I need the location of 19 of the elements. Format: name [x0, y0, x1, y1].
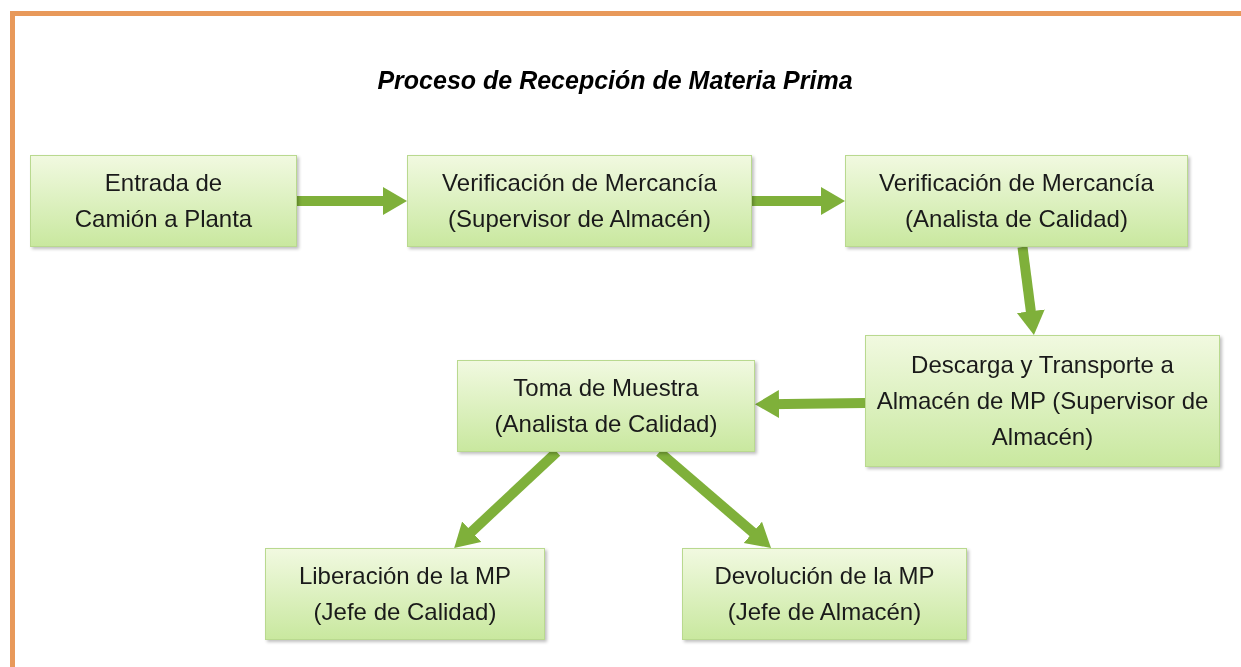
box-label: Toma de Muestra (Analista de Calidad): [493, 373, 719, 439]
arrow: [297, 187, 407, 215]
arrow: [1016, 246, 1045, 335]
box-label: Devolución de la MP (Jefe de Almacén): [713, 561, 936, 627]
box-label: Entrada de Camión a Planta: [73, 168, 254, 234]
diagram-title: Proceso de Recepción de Materia Prima: [376, 65, 854, 96]
box-label: Descarga y Transporte a Almacén de MP (Supervisor de Almacén): [875, 350, 1210, 452]
process-box: [845, 155, 1188, 247]
box-label: Verificación de Mercancía (Analista de Calidad): [878, 168, 1155, 234]
box-label: Verificación de Mercancía (Supervisor de Almacén): [441, 168, 718, 234]
process-box: [407, 155, 752, 247]
process-box: [30, 155, 297, 247]
process-box: [865, 335, 1220, 467]
arrow: [752, 187, 845, 215]
box-label: Liberación de la MP (Jefe de Calidad): [297, 561, 513, 627]
process-box: [457, 360, 755, 452]
arrow: [755, 390, 866, 418]
process-box: [682, 548, 967, 640]
process-box: [265, 548, 545, 640]
